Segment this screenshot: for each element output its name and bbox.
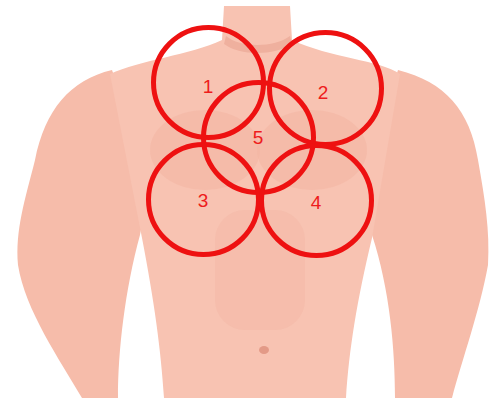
callout-number: 1 <box>203 77 214 96</box>
numbered-circle: 5 <box>201 80 316 195</box>
callout-number: 2 <box>318 83 329 102</box>
torso <box>110 6 400 398</box>
numbered-circle: 3 <box>146 142 261 257</box>
numbered-circle: 4 <box>259 143 374 258</box>
circle-stroke <box>261 145 371 255</box>
callout-number: 3 <box>198 191 209 210</box>
circle-stroke <box>203 82 313 192</box>
abdomen-shade <box>215 210 305 330</box>
callout-number: 4 <box>311 193 322 212</box>
circle-stroke <box>148 144 258 254</box>
navel <box>259 346 269 354</box>
callout-number: 5 <box>253 128 264 147</box>
